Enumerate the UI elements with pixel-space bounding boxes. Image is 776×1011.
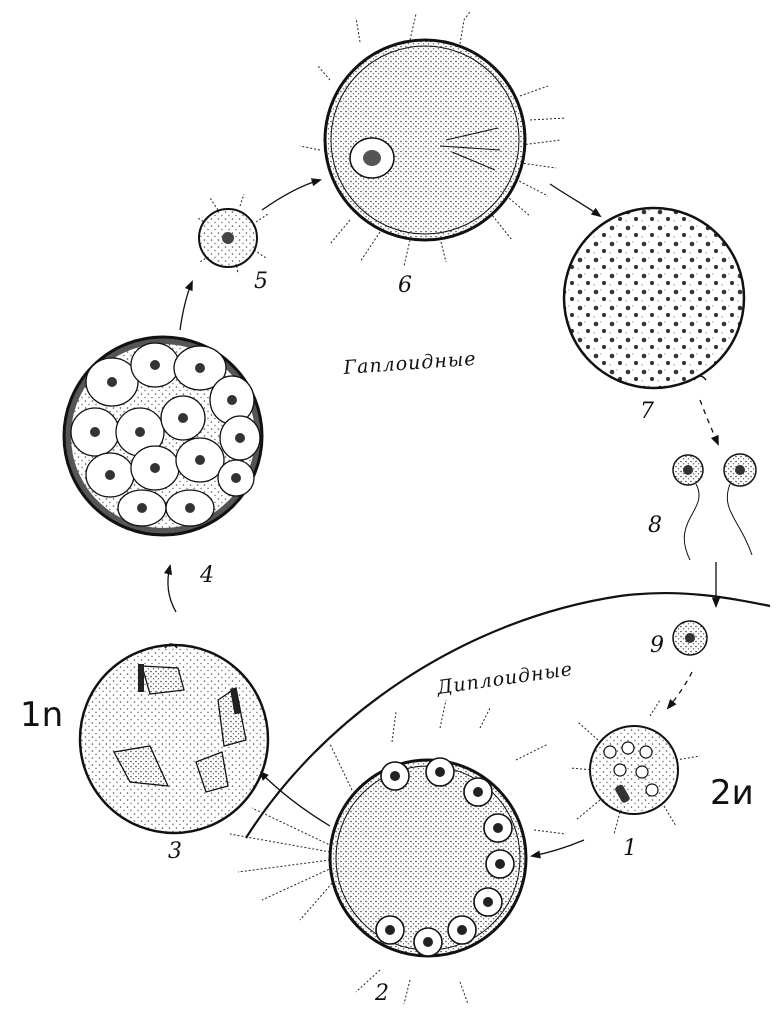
stage-7-label: 7 bbox=[640, 399, 654, 424]
ploidy-label-left: 1n bbox=[20, 695, 63, 735]
arrow-3-to-4 bbox=[168, 566, 176, 612]
stage-8-label: 8 bbox=[648, 513, 662, 538]
diploid-zone-label: Диплоидные bbox=[435, 658, 575, 699]
arrow-6-to-7 bbox=[550, 184, 600, 216]
arrow-1-to-2 bbox=[532, 840, 584, 856]
haploid-zone-label: Гаплоидные bbox=[342, 348, 477, 379]
arrow-5-to-6 bbox=[262, 180, 320, 210]
stage-6-cell bbox=[300, 12, 566, 266]
stage-8-gametes bbox=[673, 454, 756, 560]
arrow-7-to-8 bbox=[700, 400, 718, 444]
stage-2-cell bbox=[230, 700, 566, 1004]
stage-3-cell bbox=[80, 644, 268, 833]
stage-9-zygote bbox=[673, 621, 707, 655]
arrow-4-to-5 bbox=[180, 282, 192, 330]
stage-4-label: 4 bbox=[199, 563, 214, 588]
stage-2-label: 2 bbox=[374, 981, 389, 1006]
arrow-9-to-1 bbox=[668, 672, 692, 708]
stage-1-cell bbox=[570, 700, 700, 834]
stage-5-label: 5 bbox=[254, 269, 268, 294]
arrow-2-to-3 bbox=[260, 772, 330, 826]
stage-9-label: 9 bbox=[650, 633, 664, 658]
stage-1-label: 1 bbox=[623, 836, 637, 861]
stage-4-cell bbox=[64, 337, 262, 535]
stage-7-cell bbox=[564, 208, 744, 388]
stage-5-cell bbox=[198, 194, 268, 274]
ploidy-label-right: 2и bbox=[710, 773, 754, 813]
stage-6-label: 6 bbox=[398, 273, 412, 298]
stage-3-label: 3 bbox=[168, 839, 182, 864]
